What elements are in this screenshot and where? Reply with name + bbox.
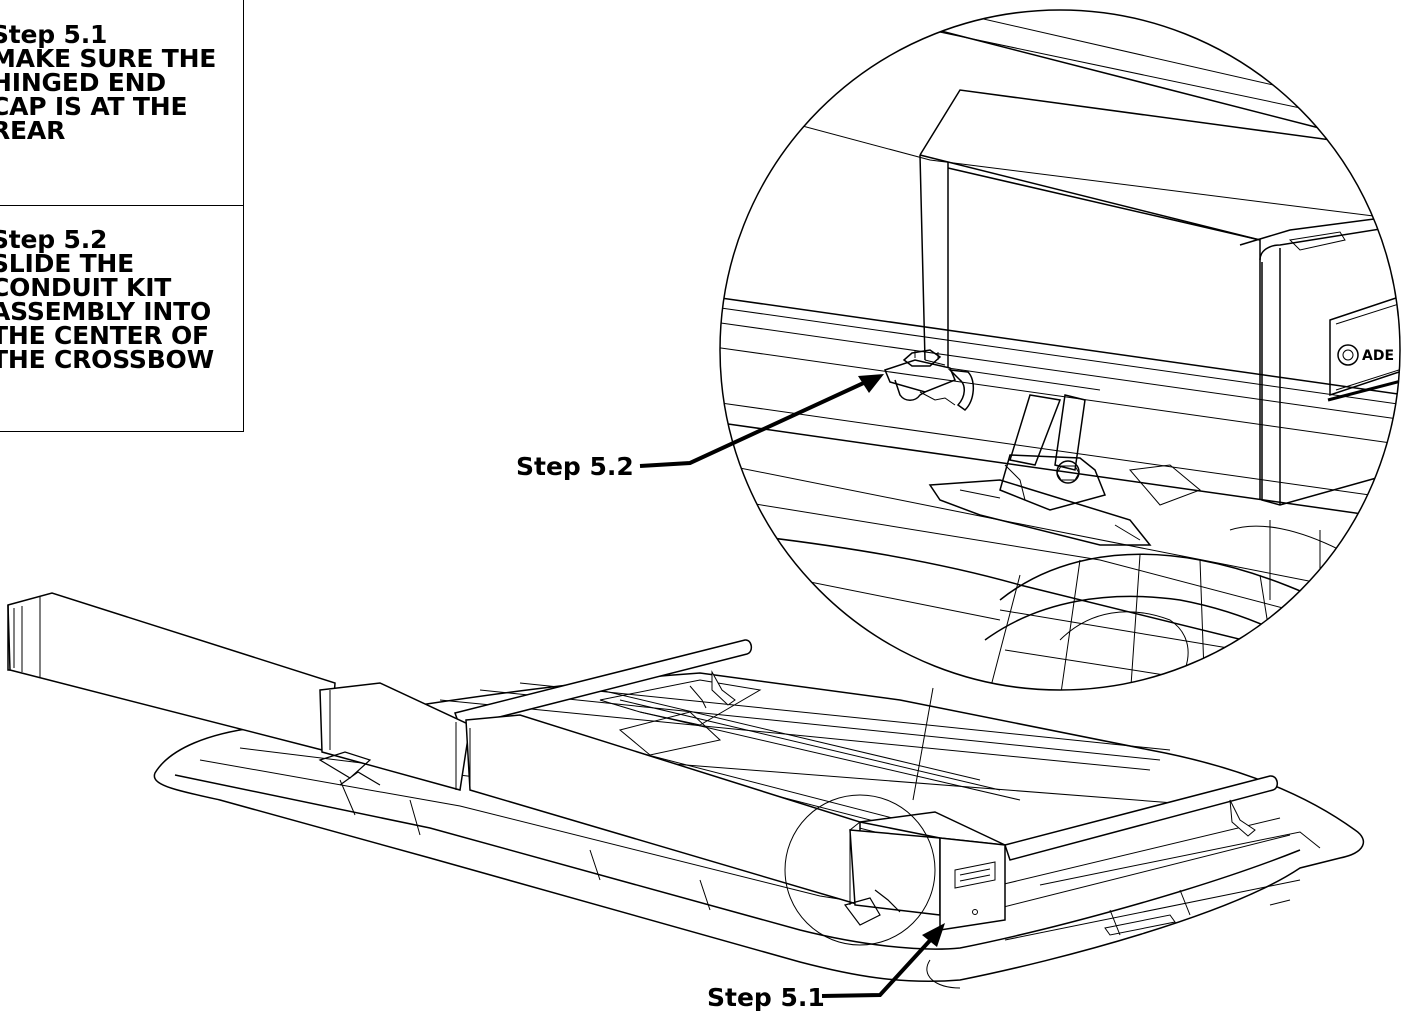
callout-leader-5-1: [821, 923, 945, 998]
conduit-tube: [7, 592, 1006, 931]
instruction-notes: Step 5.1 MAKE SURE THE HINGED END CAP IS…: [0, 0, 244, 432]
crossbow-feet: [318, 751, 901, 926]
rear-crossbow: [454, 639, 753, 728]
detail-view: ADE: [720, 10, 1400, 690]
callout-step-5-2: Step 5.2: [516, 452, 634, 481]
note-body: MAKE SURE THE HINGED END CAP IS AT THE R…: [0, 44, 217, 145]
callout-step-5-1: Step 5.1: [707, 983, 825, 1012]
note-step-5-1: Step 5.1 MAKE SURE THE HINGED END CAP IS…: [0, 0, 243, 205]
detail-circle: [719, 9, 1401, 691]
note-body: SLIDE THE CONDUIT KIT ASSEMBLY INTO THE …: [0, 249, 214, 374]
note-step-5-2: Step 5.2 SLIDE THE CONDUIT KIT ASSEMBLY …: [0, 205, 243, 431]
front-crossbow: [1004, 775, 1278, 861]
note-title: Step 5.1: [0, 20, 108, 49]
badge-text: ADE: [1362, 348, 1394, 364]
note-title: Step 5.2: [0, 225, 108, 254]
detail-leader-lines: [784, 687, 936, 946]
callout-leader-5-2: [639, 374, 884, 468]
